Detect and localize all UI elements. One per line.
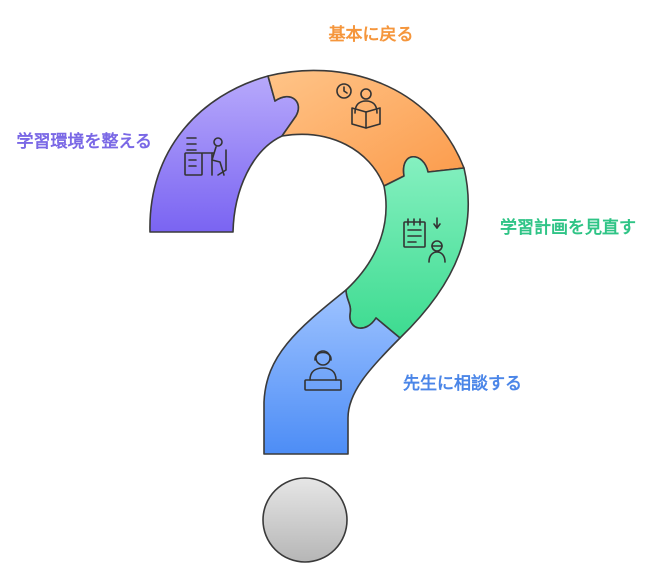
label-environment: 学習環境を整える <box>17 131 153 152</box>
teacher-icon <box>304 350 342 391</box>
label-consult-teacher: 先生に相談する <box>403 373 522 394</box>
segment-consult-teacher <box>263 289 401 455</box>
label-basics: 基本に戻る <box>328 24 414 45</box>
clock-reading-icon <box>336 83 381 129</box>
planning-review-icon <box>403 217 446 263</box>
label-review-plan: 学習計画を見直す <box>500 217 636 238</box>
question-dot <box>262 477 348 563</box>
desk-study-icon <box>184 137 227 176</box>
